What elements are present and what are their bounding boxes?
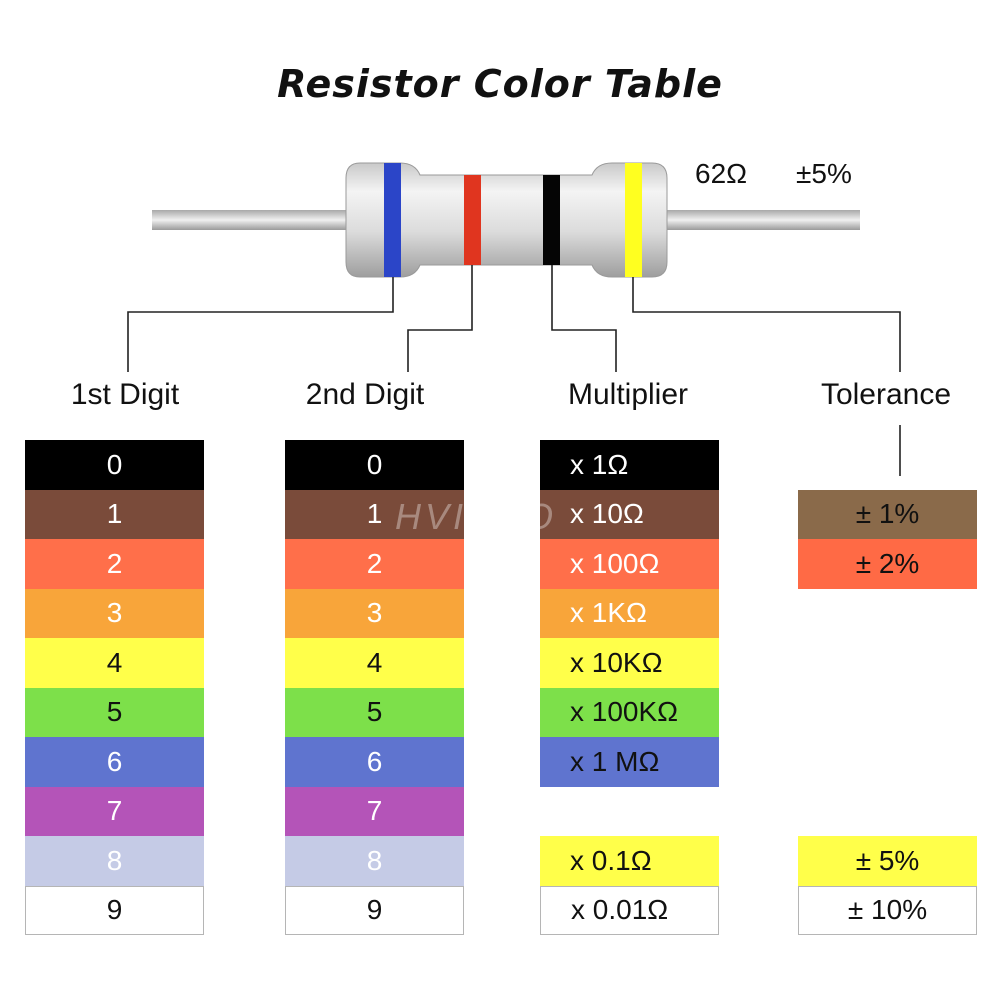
first-digit-cell-0: 0 [25,440,204,490]
tolerance-cell-8: ± 5% [798,836,977,886]
first-digit-cell-2: 2 [25,539,204,589]
connector-2nd-digit [407,265,473,372]
multiplier-cell-8: x 0.1Ω [540,836,719,886]
connector-1st-digit [127,277,394,372]
tolerance-cell-9: ± 10% [798,885,977,935]
second-digit-cell-5: 5 [285,687,464,737]
tolerance-cell-1: ± 1% [798,489,977,539]
second-digit-cell-4: 4 [285,638,464,688]
resistor-lead-left [152,210,352,230]
first-digit-cell-4: 4 [25,638,204,688]
second-digit-cell-8: 8 [285,836,464,886]
multiplier-cell-3: x 1KΩ [540,588,719,638]
first-digit-cell-3: 3 [25,588,204,638]
second-digit-cell-7: 7 [285,786,464,836]
tolerance-cell-2: ± 2% [798,539,977,589]
multiplier-cell-9: x 0.01Ω [540,885,719,935]
connector-lines [127,265,901,476]
multiplier-cell-1: x 10Ω [540,489,719,539]
header-2nd-digit: 2nd Digit [305,378,425,411]
page-title: Resistor Color Table [277,62,723,106]
multiplier-cell-2: x 100Ω [540,539,719,589]
resistor-band-2nd-digit [464,175,481,265]
tolerance-column: ± 1%± 2% ± 5%± 10% [798,440,977,935]
first-digit-cell-8: 8 [25,836,204,886]
first-digit-cell-9: 9 [25,885,204,935]
second-digit-cell-0: 0 [285,440,464,490]
multiplier-cell-6: x 1 MΩ [540,737,719,787]
first-digit-cell-6: 6 [25,737,204,787]
second-digit-cell-3: 3 [285,588,464,638]
tolerance-value: ±5% [796,158,852,189]
resistor-diagram [127,162,901,476]
multiplier-cell-4: x 10KΩ [540,638,719,688]
connector-tolerance [632,277,901,372]
multiplier-cell-5: x 100KΩ [540,687,719,737]
resistor-band-tolerance [625,163,642,277]
first-digit-cell-1: 1 [25,489,204,539]
resistor-band-1st-digit [384,163,401,277]
first-digit-cell-5: 5 [25,687,204,737]
multiplier-cell-0: x 1Ω [540,440,719,490]
resistance-value: 62Ω [695,158,748,189]
connector-multiplier [551,265,617,372]
second-digit-cell-2: 2 [285,539,464,589]
resistor-band-multiplier [543,175,560,265]
resistor-lead-right [660,210,860,230]
second-digit-cell-9: 9 [285,885,464,935]
second-digit-cell-1: 1 [285,489,464,539]
first-digit-cell-7: 7 [25,786,204,836]
header-tolerance: Tolerance [820,378,952,411]
resistor-body [345,162,668,278]
header-1st-digit: 1st Digit [70,378,180,411]
header-multiplier: Multiplier [567,378,689,411]
second-digit-cell-6: 6 [285,737,464,787]
